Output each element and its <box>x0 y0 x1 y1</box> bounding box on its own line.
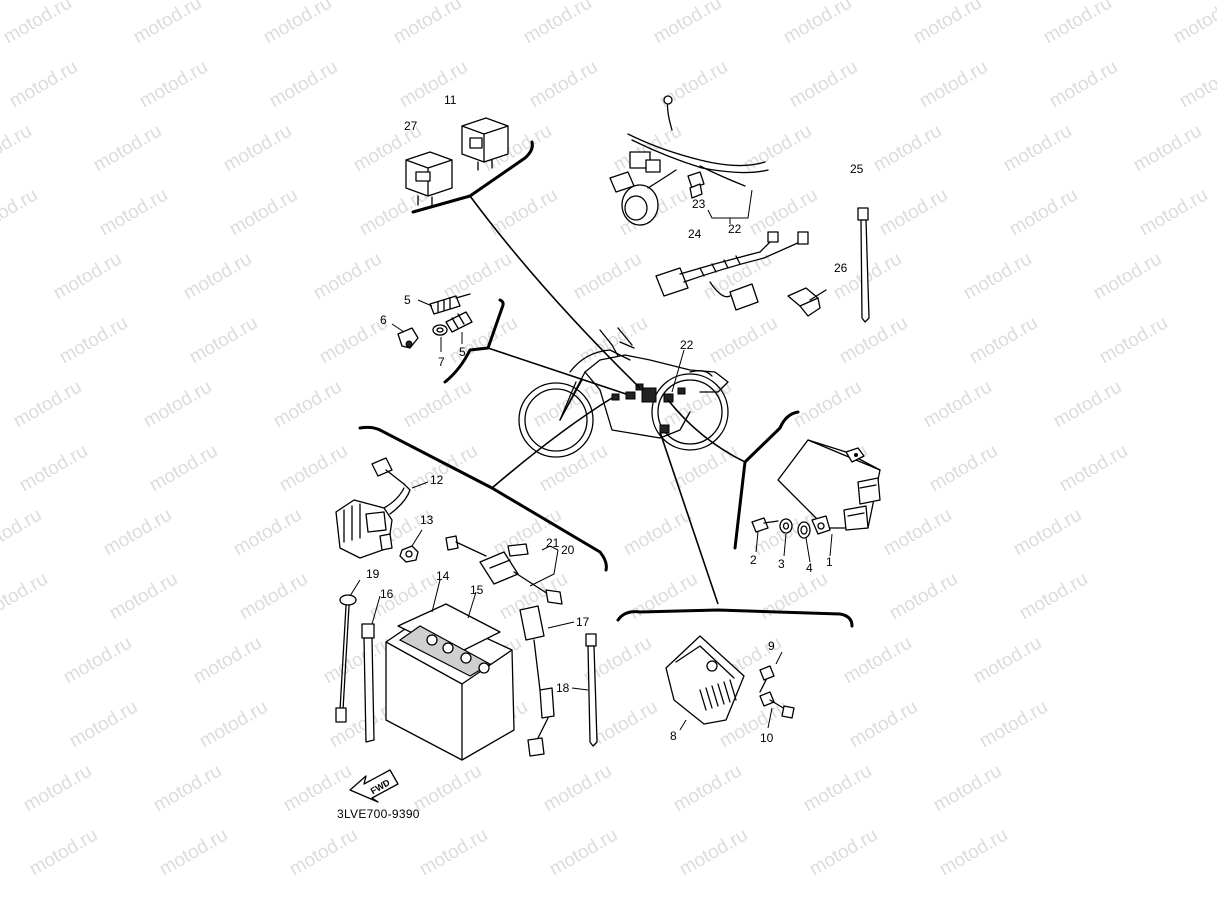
diagram-code: 3LVE700-9390 <box>337 807 420 821</box>
part-label-24: 24 <box>688 227 702 241</box>
cdi-unit-1 <box>777 439 881 535</box>
ground-cable-19 <box>335 579 361 723</box>
cable-tie-18 <box>571 633 598 747</box>
part-label-26: 26 <box>834 261 848 275</box>
battery-cable-16 <box>361 595 381 743</box>
part-label-1: 1 <box>826 555 833 569</box>
part-label-16: 16 <box>380 587 394 601</box>
part-label-25: 25 <box>850 162 864 176</box>
part-labels: 11 27 23 22 25 24 26 5 6 7 5 22 12 13 21… <box>366 93 864 745</box>
rectifier-regulator-8 <box>665 635 745 731</box>
part-label-2: 2 <box>750 553 757 567</box>
group-brackets <box>358 140 854 628</box>
fwd-arrow: FWD <box>349 769 399 803</box>
cable-tie-25 <box>857 207 870 323</box>
bolt-10 <box>759 691 795 729</box>
part-label-13: 13 <box>420 513 434 527</box>
relay-unit-27 <box>405 151 453 207</box>
part-label-22-top: 22 <box>728 222 742 236</box>
part-label-23: 23 <box>692 197 706 211</box>
part-label-22-center: 22 <box>680 338 694 352</box>
switch-assembly-20-21 <box>445 535 563 605</box>
part-label-6: 6 <box>380 313 387 327</box>
relay-unit-11 <box>461 117 509 171</box>
sensor-group-5-6-7 <box>391 293 473 352</box>
part-label-8: 8 <box>670 729 677 743</box>
part-label-21: 21 <box>546 536 560 550</box>
part-label-12: 12 <box>430 473 444 487</box>
part-label-14: 14 <box>436 569 450 583</box>
wire-harness-sub-24 <box>655 231 809 311</box>
part-label-11: 11 <box>444 93 457 107</box>
part-label-27: 27 <box>404 119 418 133</box>
bolt-9 <box>759 651 783 693</box>
part-label-7: 7 <box>438 355 445 369</box>
part-label-3: 3 <box>778 557 785 571</box>
leader-lines <box>469 195 746 605</box>
part-label-5-top: 5 <box>404 293 411 307</box>
nut-13 <box>399 529 423 563</box>
part-label-10: 10 <box>760 731 774 745</box>
part-label-15: 15 <box>470 583 484 597</box>
fuse-holder-17 <box>519 605 575 757</box>
wire-harness-main <box>609 95 769 226</box>
clamp-26 <box>787 287 827 317</box>
fastener-set-2-3-4 <box>751 517 833 563</box>
part-label-18: 18 <box>556 681 570 695</box>
part-label-17: 17 <box>576 615 590 629</box>
battery-14 <box>385 579 515 761</box>
starter-relay-12 <box>335 457 429 559</box>
part-label-20: 20 <box>561 543 575 557</box>
part-label-9: 9 <box>768 639 775 653</box>
motorcycle-silhouette <box>518 327 729 458</box>
part-label-5-bottom: 5 <box>459 345 466 359</box>
part-label-19: 19 <box>366 567 380 581</box>
part-label-4: 4 <box>806 561 813 575</box>
